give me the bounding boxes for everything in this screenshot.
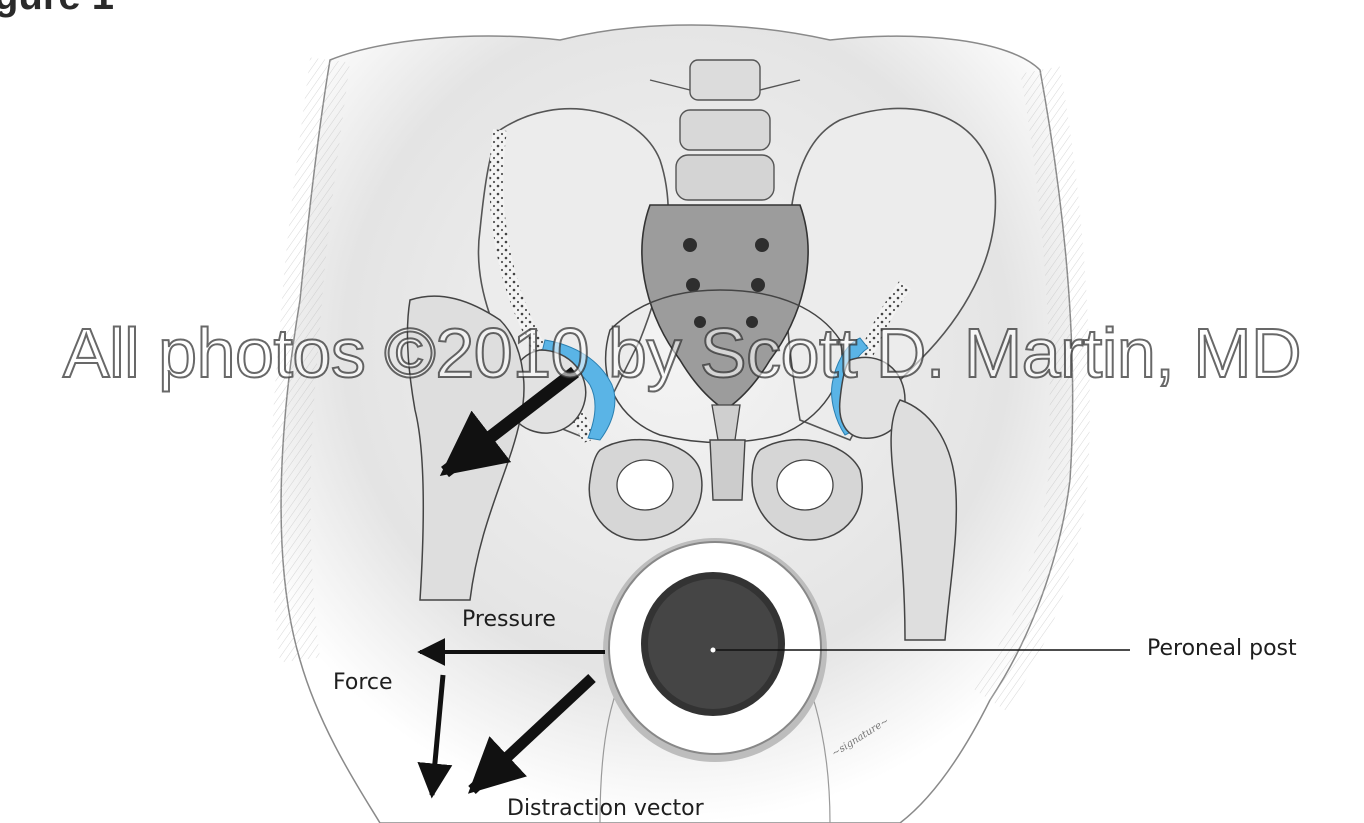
copyright-watermark: All photos ©2010 by Scott D. Martin, MD (0, 318, 1364, 388)
pressure-label: Pressure (462, 609, 556, 631)
distraction-vector-label: Distraction vector (507, 798, 704, 820)
force-label: Force (333, 672, 393, 694)
figure-heading-fragment: gure 1 (0, 0, 114, 19)
peroneal-post-label: Peroneal post (1147, 638, 1297, 660)
